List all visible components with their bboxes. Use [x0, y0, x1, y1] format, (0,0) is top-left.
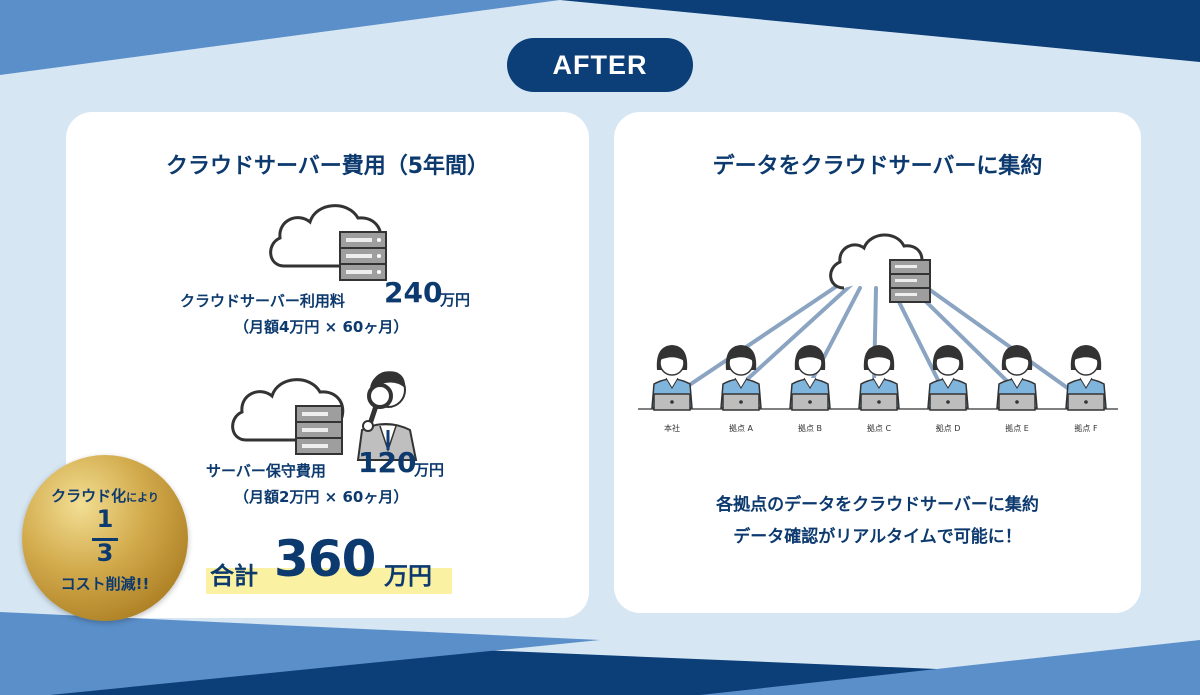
- location-label: 拠点 D: [935, 424, 961, 433]
- cloud-aggregation-card: データをクラウドサーバーに集約 本社 拠点 A 拠点 B 拠点 C 拠点 D 拠点 E 拠点…: [614, 112, 1141, 613]
- location-label: 拠点 F: [1074, 424, 1098, 433]
- location-label: 拠点 B: [797, 424, 823, 433]
- location-label: 拠点 C: [866, 424, 892, 433]
- businessman-magnifier-icon: [356, 371, 418, 461]
- total-amount: 360: [274, 530, 376, 588]
- location-label: 拠点 A: [728, 424, 754, 433]
- person-laptop-icon: [927, 345, 969, 411]
- cost-card: クラウドサーバー費用（5年間） クラウドサーバー利用料 240 万円 （月額4万…: [66, 112, 589, 618]
- description-line1: 各拠点のデータをクラウドサーバーに集約: [716, 495, 1039, 515]
- cost-reduction-medal: クラウド化により 1 3 コスト削減!!: [22, 455, 188, 621]
- maintenance-fee-amount: 120: [358, 446, 417, 479]
- after-badge: AFTER: [507, 38, 693, 92]
- cloud-icon: [231, 378, 345, 442]
- server-icon: [339, 231, 387, 281]
- person-laptop-icon: [720, 345, 762, 411]
- medal-numerator: 1: [96, 505, 114, 533]
- person-laptop-icon: [858, 345, 900, 411]
- aggregation-card-title: データをクラウドサーバーに集約: [712, 154, 1043, 179]
- maintenance-illustration: [231, 371, 418, 461]
- medal-line1: クラウド化により: [51, 487, 159, 505]
- medal-denominator: 3: [96, 539, 114, 567]
- medal-line3: コスト削減!!: [60, 575, 150, 593]
- cloud-fee-amount: 240: [384, 276, 443, 309]
- location-label: 本社: [664, 424, 680, 433]
- person-laptop-icon: [651, 345, 693, 411]
- description-line2: データ確認がリアルタイムで可能に！: [733, 527, 1022, 547]
- cloud-server-icon: [269, 204, 387, 281]
- location-label: 拠点 E: [1005, 424, 1029, 433]
- fraction-bar: [92, 538, 118, 541]
- person-laptop-icon: [789, 345, 831, 411]
- network-diagram: [638, 233, 1118, 411]
- maintenance-fee-detail: （月額2万円 × 60ヶ月）: [234, 488, 409, 506]
- person-laptop-icon: [1065, 345, 1107, 411]
- cloud-fee-detail: （月額4万円 × 60ヶ月）: [234, 318, 409, 336]
- cloud-fee-label: クラウドサーバー利用料: [180, 292, 345, 310]
- total-highlight: [206, 568, 452, 594]
- maintenance-fee-label: サーバー保守費用: [206, 462, 326, 480]
- total-unit: 万円: [384, 562, 432, 590]
- cloud-icon: [269, 204, 383, 268]
- server-icon: [295, 405, 343, 455]
- connection-lines: [674, 278, 1078, 396]
- cost-card-title: クラウドサーバー費用（5年間）: [165, 154, 490, 179]
- cloud-fee-unit: 万円: [440, 291, 471, 309]
- person-laptop-icon: [996, 345, 1038, 411]
- total-label: 合計: [210, 562, 258, 590]
- server-icon: [889, 259, 931, 303]
- maintenance-fee-unit: 万円: [414, 461, 445, 479]
- people-group: [651, 345, 1107, 411]
- cloud-icon: [829, 233, 924, 290]
